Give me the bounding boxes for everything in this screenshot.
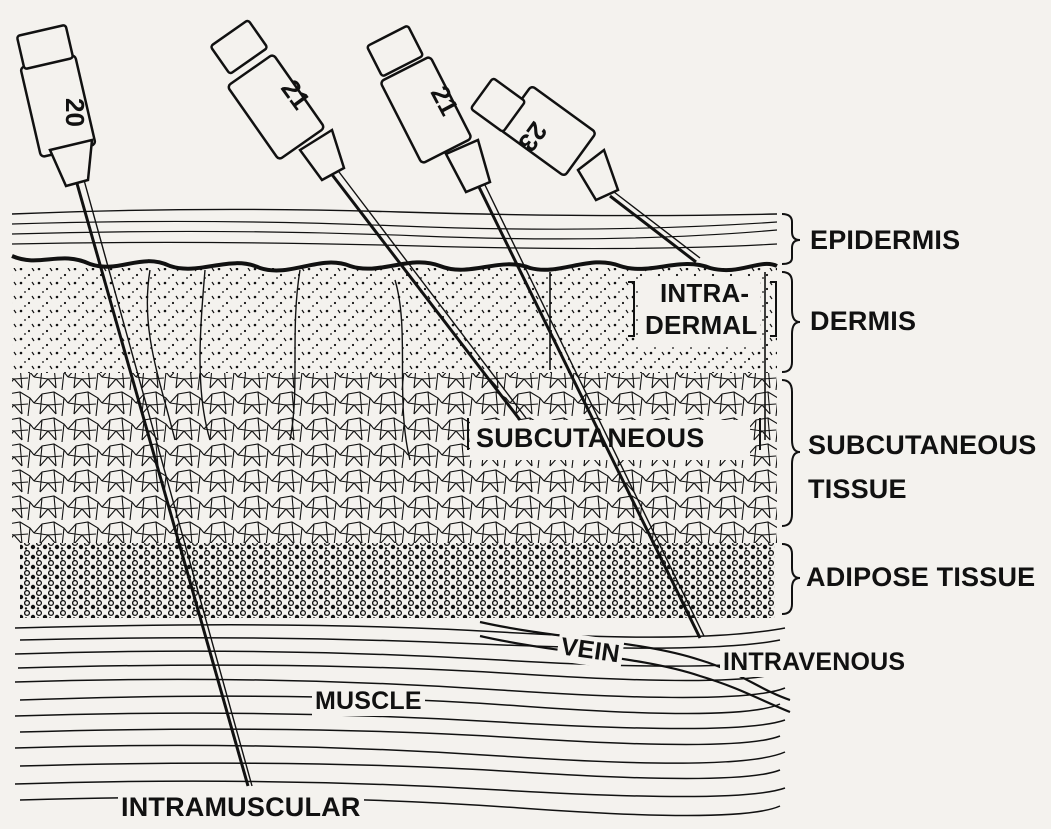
subcutaneous-layer [12,373,777,543]
label-epidermis: EPIDERMIS [810,225,960,256]
label-intradermal-line2: DERMAL [645,310,757,341]
label-intramuscular: INTRAMUSCULAR [118,792,364,823]
muscle-layer [15,622,790,816]
adipose-layer [20,543,775,618]
label-intravenous: INTRAVENOUS [720,648,908,677]
label-adipose-tissue: ADIPOSE TISSUE [806,562,1035,593]
label-muscle: MUSCLE [312,687,425,716]
gauge-20-label: 20 [60,98,90,127]
epidermis-layer [12,209,777,270]
label-subcutaneous-route: SUBCUTANEOUS [476,423,704,454]
label-subcutaneous-tissue-line1: SUBCUTANEOUS [808,430,1036,461]
label-dermis: DERMIS [810,306,916,337]
label-subcutaneous-tissue-line2: TISSUE [808,474,907,505]
label-intradermal-line1: INTRA- [660,278,749,309]
